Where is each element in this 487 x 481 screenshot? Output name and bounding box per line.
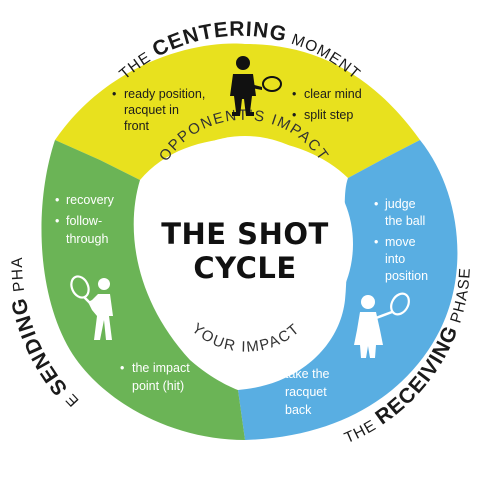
list-item: into	[385, 252, 405, 266]
player-backswing-icon	[354, 292, 410, 358]
list-item: ready position,	[124, 87, 205, 101]
centering-left-list: • ready position, racquet in front	[112, 87, 205, 133]
list-item: take the	[285, 367, 330, 381]
sending-bottom-list: • the impact point (hit)	[120, 361, 190, 393]
bullet: •	[374, 197, 378, 211]
bullet: •	[292, 87, 296, 101]
list-item: point (hit)	[132, 379, 184, 393]
list-item: split step	[304, 108, 353, 122]
bullet: •	[292, 108, 296, 122]
list-item: racquet	[285, 385, 327, 399]
player-hitting-icon	[70, 275, 113, 340]
bullet: •	[274, 367, 278, 381]
bullet: •	[112, 87, 116, 101]
list-item: clear mind	[304, 87, 362, 101]
list-item: back	[285, 403, 312, 417]
segment-receiving	[238, 140, 458, 440]
list-item: follow-	[66, 214, 102, 228]
bullet: •	[55, 214, 59, 228]
list-item: front	[124, 119, 150, 133]
center-title-line1: THE SHOT	[161, 217, 329, 251]
list-item: judge	[384, 197, 416, 211]
list-item: racquet in	[124, 103, 179, 117]
segment-sending	[41, 140, 245, 440]
list-item: position	[385, 269, 428, 283]
receiving-top-list: • judge the ball • move into position	[374, 197, 428, 283]
list-item: the ball	[385, 214, 425, 228]
center-title-line2: CYCLE	[193, 251, 296, 285]
list-item: the impact	[132, 361, 190, 375]
bullet: •	[55, 193, 59, 207]
center-circle	[137, 136, 353, 352]
player-ready-stance-icon	[230, 56, 282, 116]
bullet: •	[374, 235, 378, 249]
receiving-bottom-list: • take the racquet back	[274, 367, 330, 417]
bullet: •	[120, 361, 124, 375]
sending-top-list: • recovery • follow- through	[55, 193, 115, 246]
list-item: recovery	[66, 193, 115, 207]
list-item: through	[66, 232, 108, 246]
centering-right-list: • clear mind • split step	[292, 87, 362, 122]
list-item: move	[385, 235, 416, 249]
